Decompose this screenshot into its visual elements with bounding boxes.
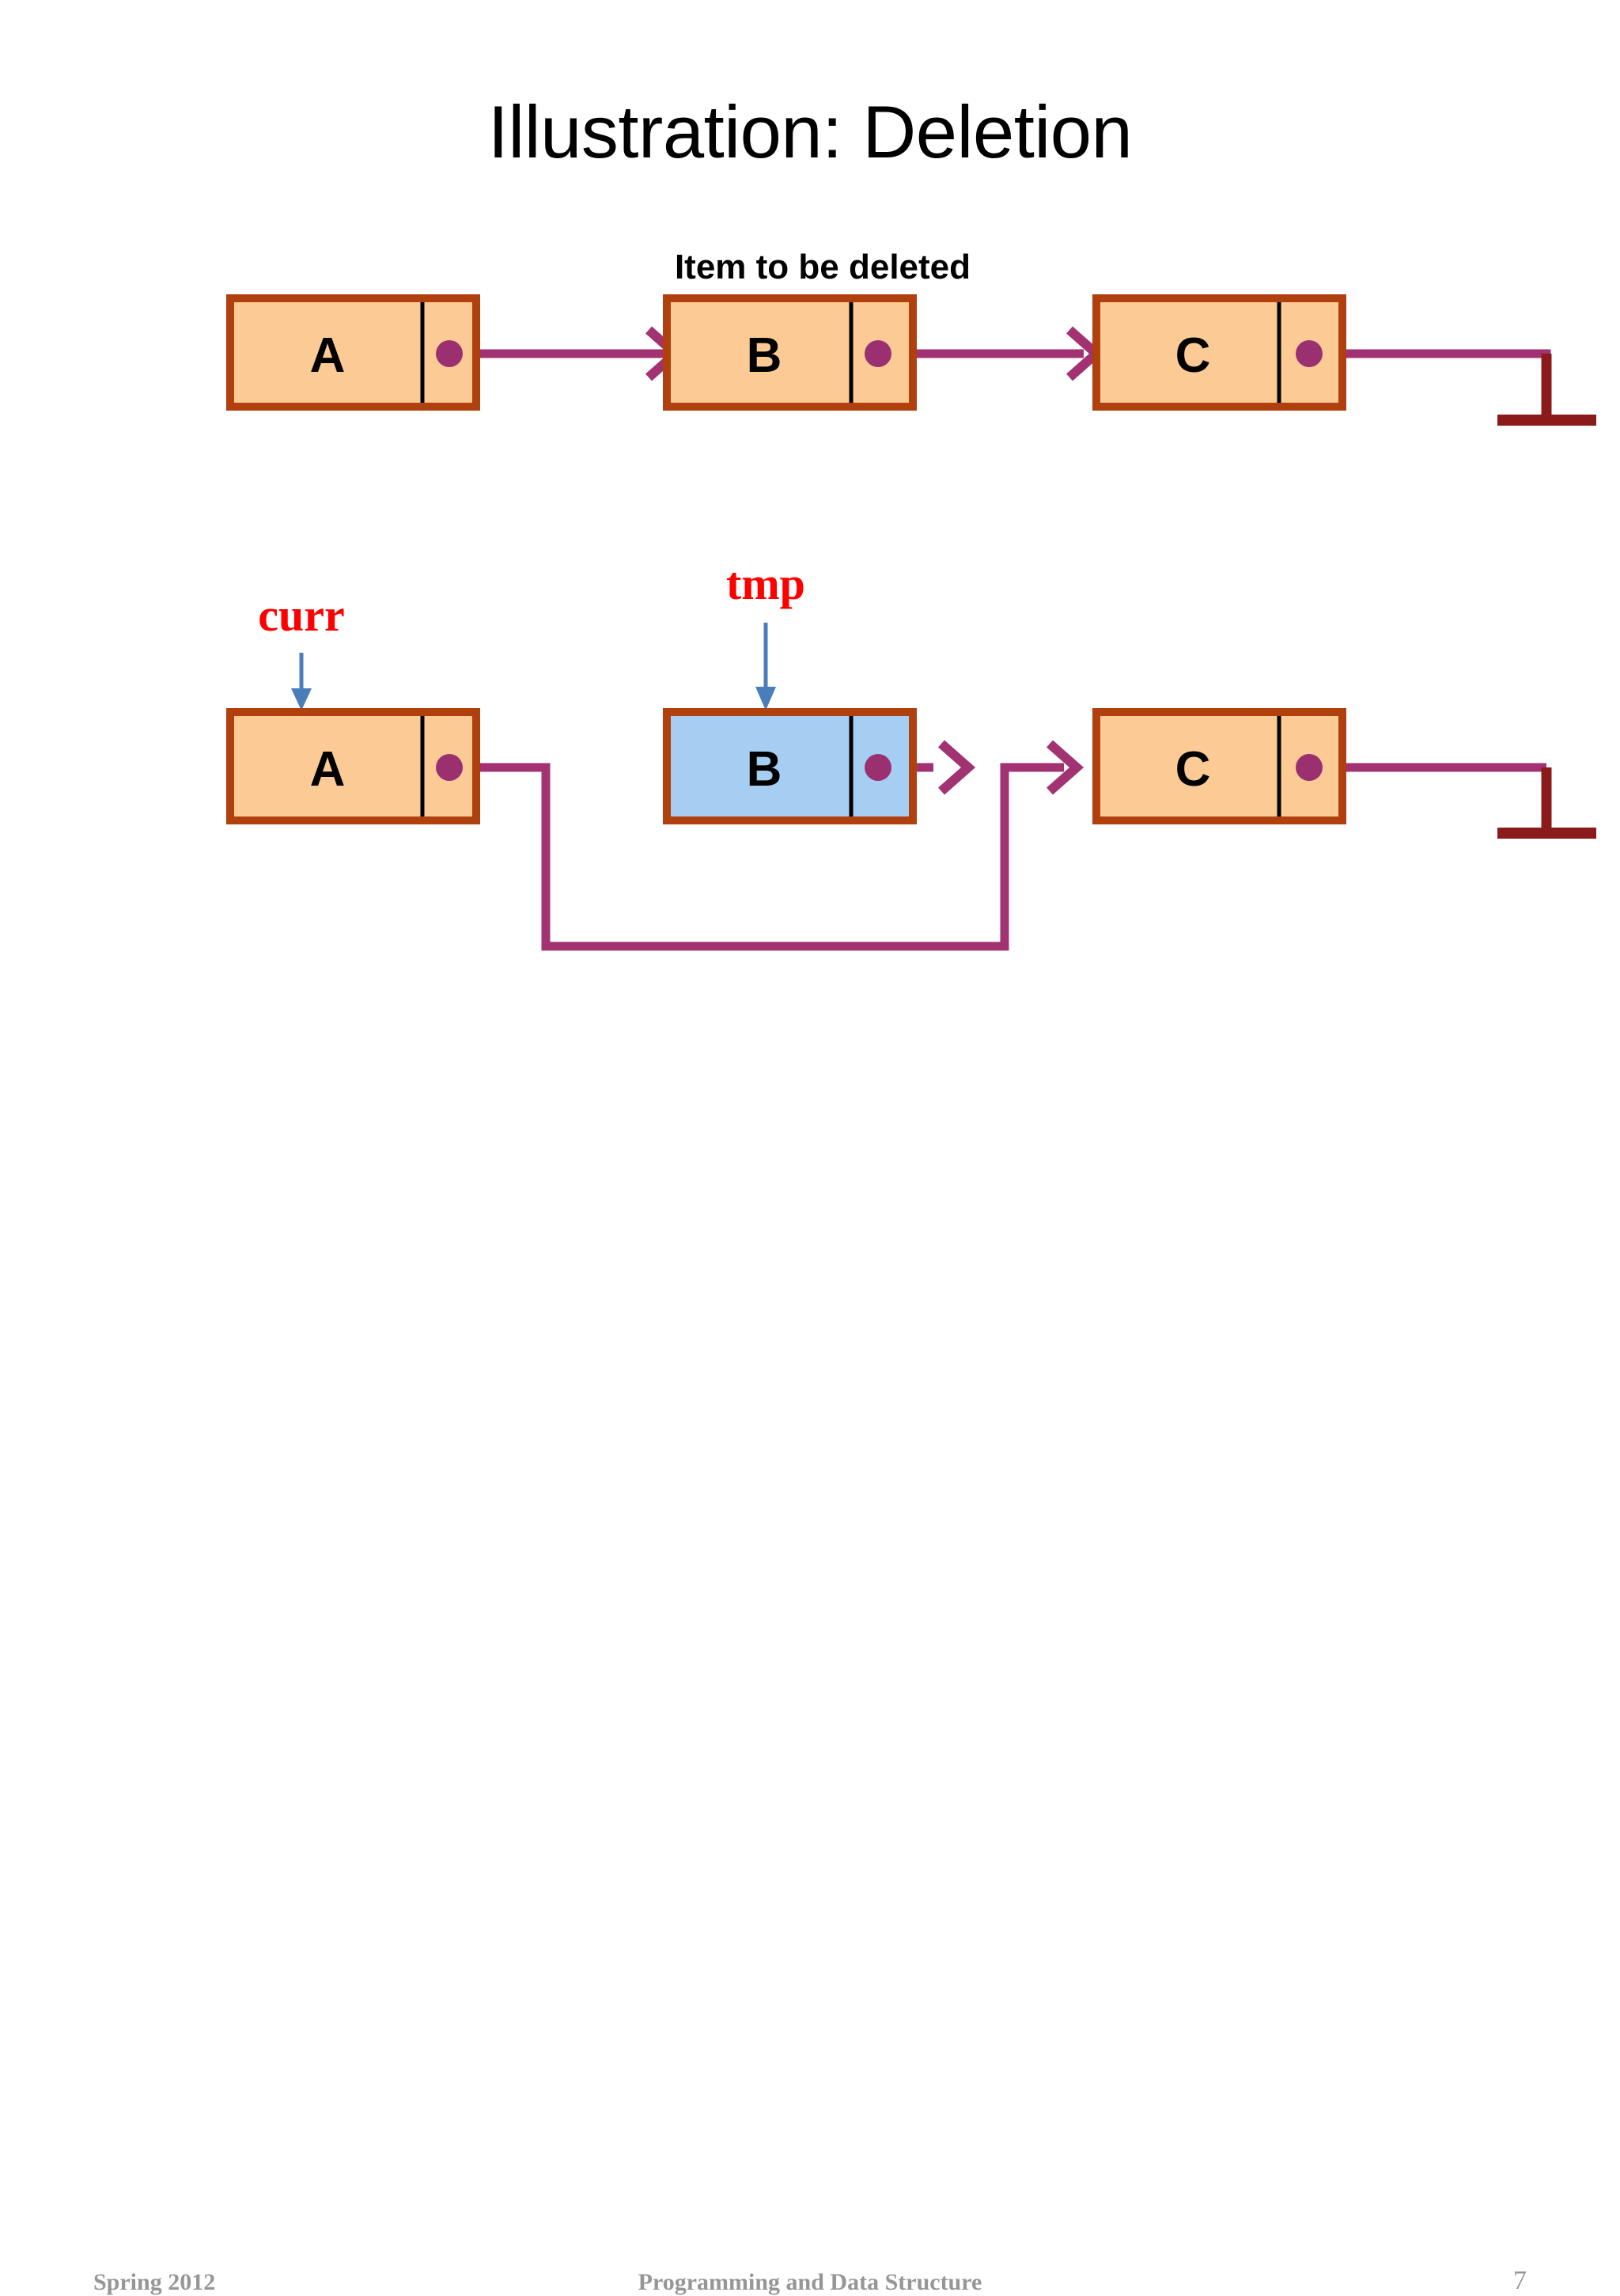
footer-page-number: 7 bbox=[1513, 2266, 1527, 2295]
node-before-b-pointer-dot bbox=[865, 340, 891, 367]
tmp-arrow-icon bbox=[755, 687, 776, 710]
node-before-a-label: A bbox=[310, 328, 346, 383]
curr-label: curr bbox=[258, 589, 345, 641]
node-after-a-label: A bbox=[310, 742, 346, 797]
before-caption-group: Item to be deleted bbox=[675, 248, 971, 286]
node-after-b-label: B bbox=[747, 742, 782, 797]
tmp-label: tmp bbox=[726, 558, 805, 609]
node-after-a-pointer-dot bbox=[436, 754, 463, 781]
node-before-c: C bbox=[1092, 294, 1346, 411]
before-link-a-to-b bbox=[451, 326, 683, 381]
node-after-b: B bbox=[663, 708, 917, 824]
node-before-c-pointer-dot bbox=[1296, 340, 1323, 367]
node-after-c: C bbox=[1092, 708, 1346, 824]
footer-course-label: Programming and Data Structure bbox=[638, 2269, 982, 2295]
node-before-b: B bbox=[663, 294, 917, 411]
page-title: Illustration: Deletion bbox=[487, 90, 1133, 173]
node-after-c-pointer-dot bbox=[1296, 754, 1323, 781]
node-before-b-label: B bbox=[747, 328, 782, 383]
node-after-b-pointer-dot bbox=[865, 754, 891, 781]
node-after-c-label: C bbox=[1175, 742, 1211, 797]
after-link-a-to-c-bypass bbox=[449, 740, 1084, 951]
after-link-c-to-null bbox=[1309, 763, 1596, 839]
curr-arrow-icon bbox=[291, 688, 312, 710]
slide-canvas: Illustration: Deletion Item to be delete… bbox=[0, 90, 1620, 2295]
node-before-c-label: C bbox=[1175, 328, 1211, 383]
before-link-c-to-null bbox=[1309, 349, 1596, 426]
linked-list-deletion-diagram: Item to be deleted A B bbox=[226, 248, 1596, 951]
item-to-be-deleted-label: Item to be deleted bbox=[675, 248, 971, 286]
node-before-a-pointer-dot bbox=[436, 340, 463, 367]
node-before-a: A bbox=[226, 294, 480, 411]
tmp-pointer-callout: tmp bbox=[726, 558, 805, 710]
curr-pointer-callout: curr bbox=[258, 589, 345, 710]
slide-footer: Spring 2012 Programming and Data Structu… bbox=[0, 1120, 1620, 2295]
node-after-a: A bbox=[226, 708, 480, 824]
